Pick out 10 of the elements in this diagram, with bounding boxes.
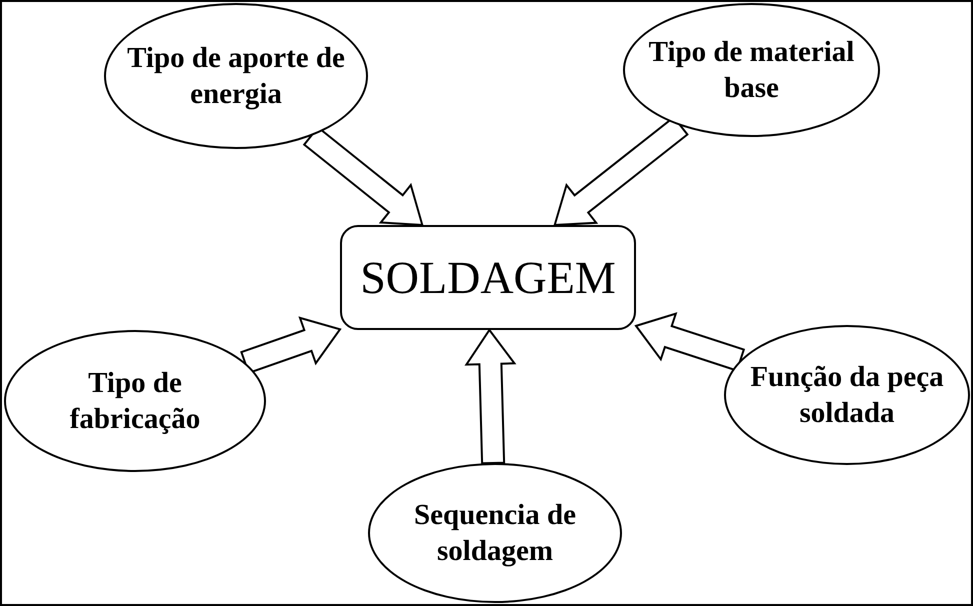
topic-text: Tipo de material base [648, 34, 856, 106]
block-arrow [240, 316, 342, 374]
title-text: SOLDAGEM [360, 250, 616, 305]
topic-text: Função da peça soldada [749, 360, 945, 431]
topic-text: Tipo de fabricação [68, 366, 202, 437]
block-arrow [464, 328, 516, 464]
topic-text: Tipo de aporte de energia [126, 40, 346, 112]
topic-text: Sequencia de soldagem [413, 498, 577, 569]
central-box [340, 225, 636, 330]
block-arrow [634, 312, 746, 372]
